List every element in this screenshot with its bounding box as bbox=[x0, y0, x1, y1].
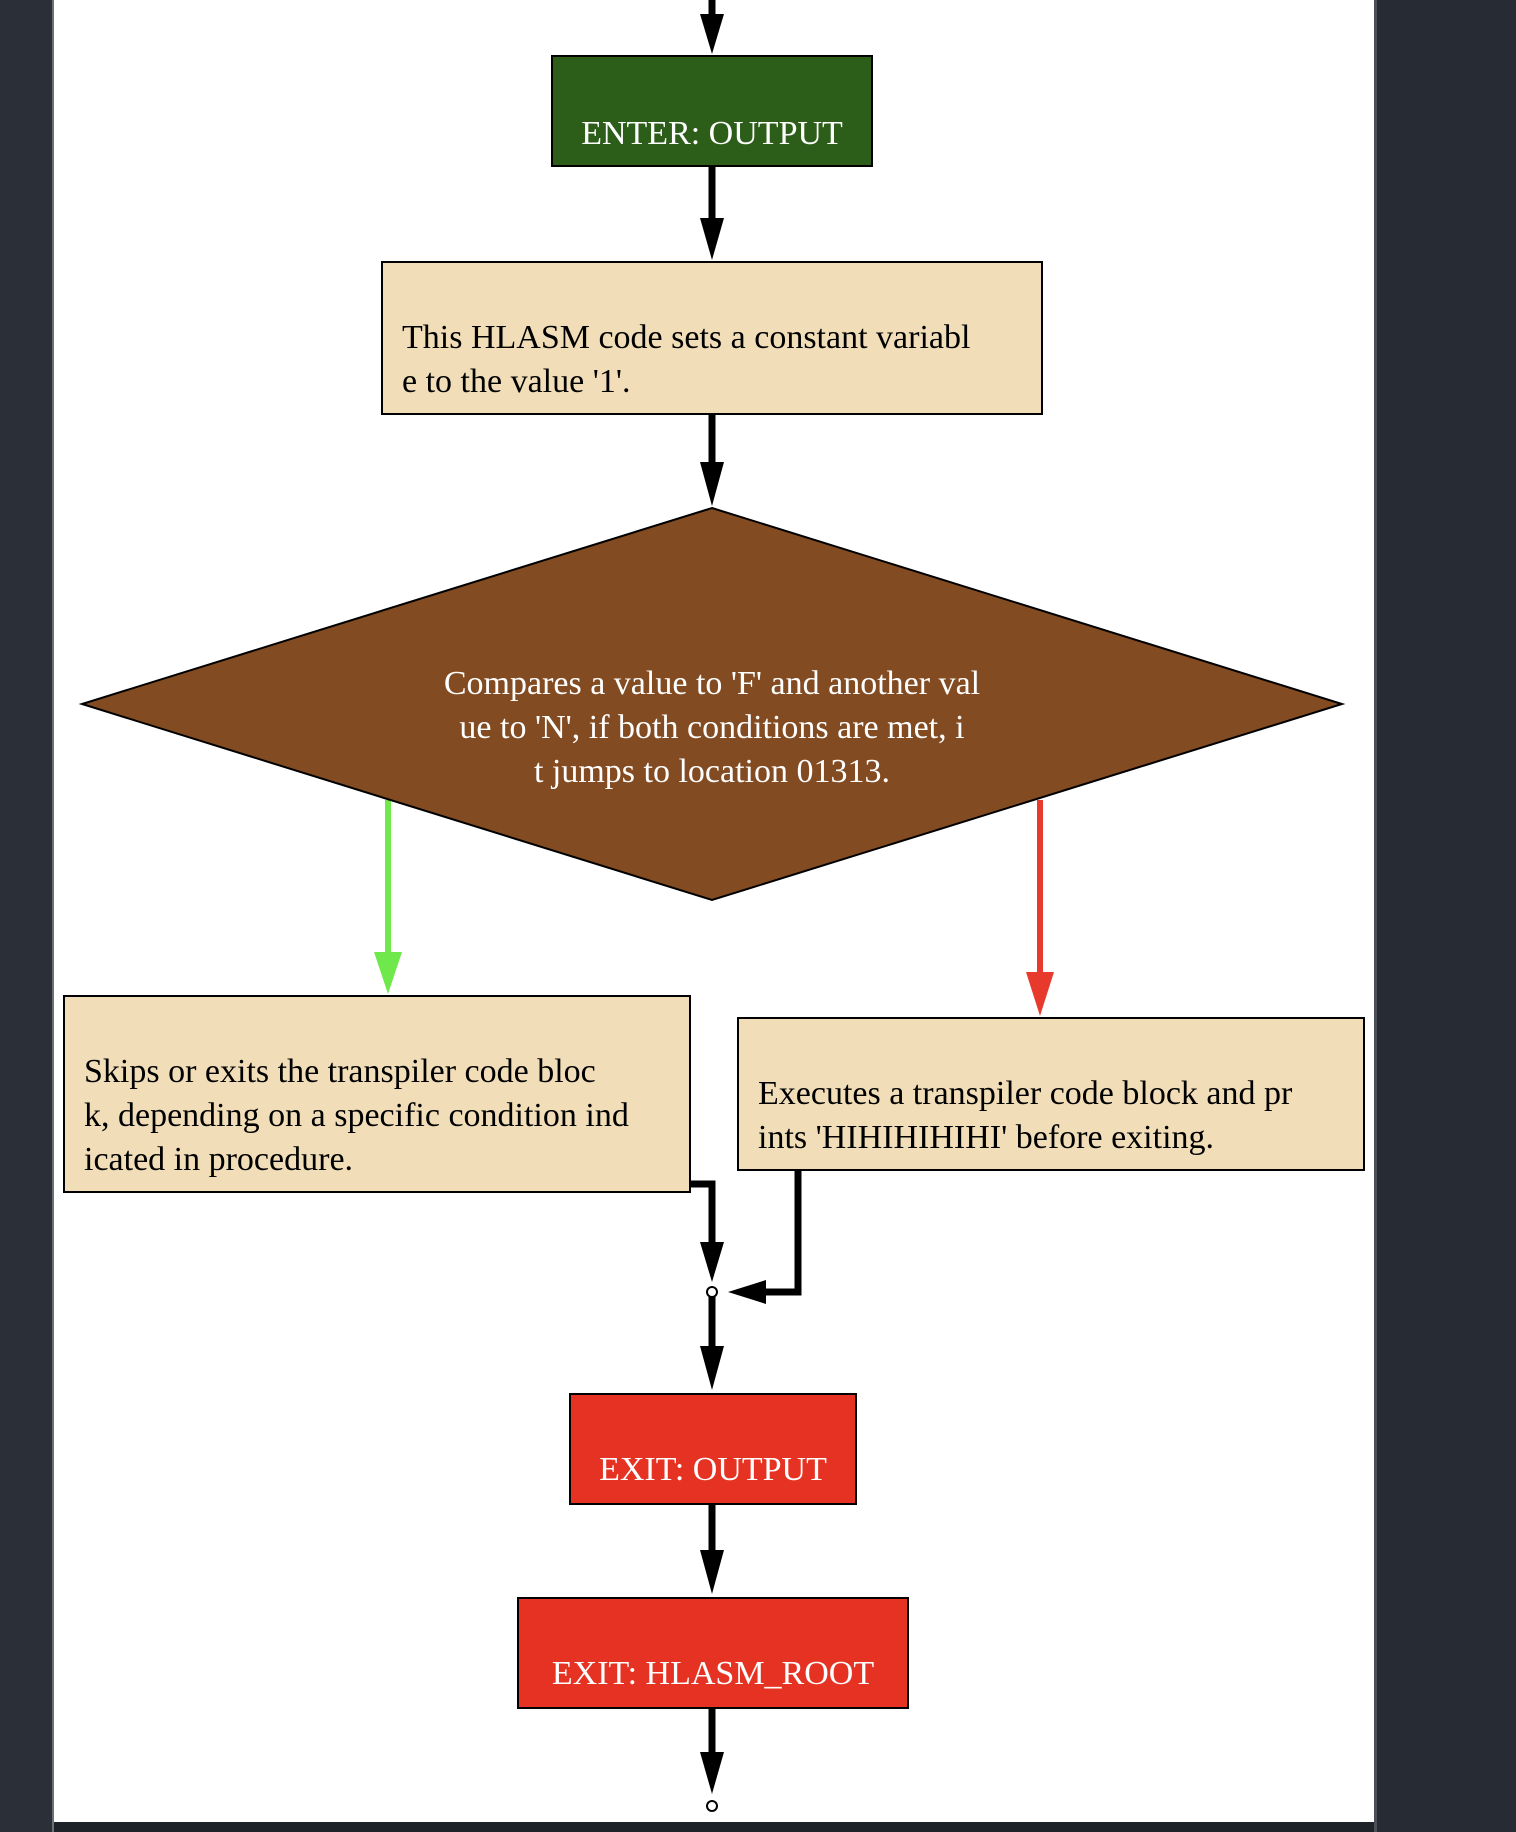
window-bottom-border bbox=[54, 1822, 1374, 1832]
exit-root-node bbox=[517, 1597, 909, 1709]
arrowhead-icon bbox=[700, 1752, 724, 1794]
arrowhead-icon bbox=[1026, 972, 1054, 1016]
window-left-border bbox=[52, 0, 54, 1832]
arrowhead-icon bbox=[700, 1346, 724, 1390]
edge-skip-to-junction bbox=[690, 1180, 716, 1244]
edge-exec-to-junction bbox=[760, 1170, 802, 1296]
edges bbox=[385, 0, 1043, 1760]
arrowhead-icon bbox=[700, 1242, 724, 1282]
arrowheads bbox=[374, 14, 1054, 1794]
arrowhead-icon bbox=[700, 14, 724, 54]
window-right-margin bbox=[1374, 0, 1516, 1832]
window-left-margin bbox=[0, 0, 52, 1832]
arrowhead-icon bbox=[374, 952, 402, 994]
exit-output-label: EXIT: OUTPUT bbox=[599, 1451, 827, 1488]
arrowhead-icon bbox=[700, 462, 724, 506]
arrowhead-icon bbox=[700, 218, 724, 260]
arrowhead-icon bbox=[728, 1280, 766, 1304]
process-exec-label: Executes a transpiler code block and pr … bbox=[758, 1075, 1293, 1156]
junction-point bbox=[706, 1286, 718, 1298]
process-node-skip bbox=[63, 995, 691, 1193]
terminal-point bbox=[706, 1800, 718, 1812]
exit-output-node bbox=[569, 1393, 857, 1505]
window-right-border bbox=[1374, 0, 1377, 1832]
enter-node bbox=[551, 55, 873, 167]
exit-root-label: EXIT: HLASM_ROOT bbox=[551, 1655, 875, 1692]
process-node-exec bbox=[737, 1017, 1365, 1171]
decision-node bbox=[78, 506, 1346, 902]
process-node-set bbox=[381, 261, 1043, 415]
arrowhead-icon bbox=[700, 1550, 724, 1594]
process-skip-label: Skips or exits the transpiler code bloc … bbox=[84, 1053, 629, 1178]
decision-label: Compares a value to 'F' and another val … bbox=[443, 665, 981, 790]
process-set-label: This HLASM code sets a constant variabl … bbox=[402, 319, 971, 400]
enter-node-label: ENTER: OUTPUT bbox=[581, 115, 843, 152]
